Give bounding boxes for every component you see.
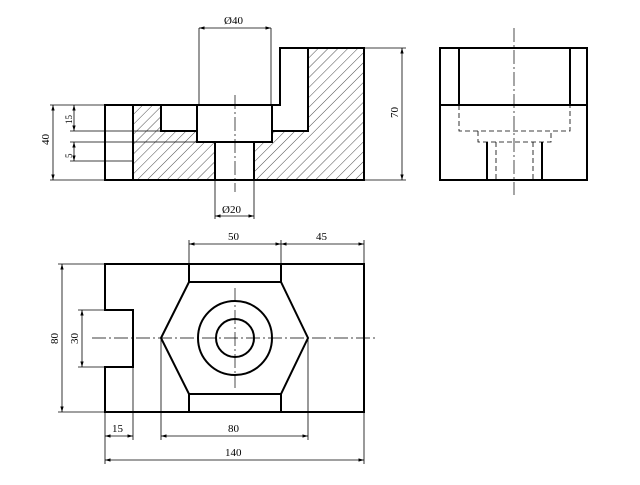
section-hatch-left bbox=[133, 105, 215, 180]
plan-view: 50 45 80 30 15 80 140 bbox=[49, 231, 378, 464]
dim-tab-length: 15 bbox=[112, 423, 124, 435]
dim-counterbore-depth: 15 bbox=[64, 115, 74, 125]
dim-height-left: 40 bbox=[40, 134, 52, 146]
dim-hex-width: 50 bbox=[228, 231, 240, 243]
plan-tab bbox=[104, 264, 134, 412]
dim-bottom-diameter: Ø20 bbox=[222, 204, 241, 216]
dim-step: 5 bbox=[64, 153, 74, 158]
hidden-step bbox=[477, 131, 552, 143]
dim-top-diameter: Ø40 bbox=[224, 15, 243, 27]
side-outline bbox=[439, 47, 588, 181]
dim-total-length: 140 bbox=[225, 447, 242, 459]
dim-tab-width: 30 bbox=[69, 333, 81, 345]
dim-right-offset: 45 bbox=[316, 231, 328, 243]
front-section-view: Ø40 Ø20 70 40 15 5 bbox=[40, 15, 406, 219]
counterbore-outline bbox=[160, 48, 309, 143]
dim-height-total: 70 bbox=[389, 107, 401, 119]
hidden-counterbore bbox=[458, 105, 571, 132]
dim-total-depth: 80 bbox=[49, 333, 61, 345]
side-view bbox=[439, 28, 588, 195]
dim-hex-across: 80 bbox=[228, 423, 240, 435]
